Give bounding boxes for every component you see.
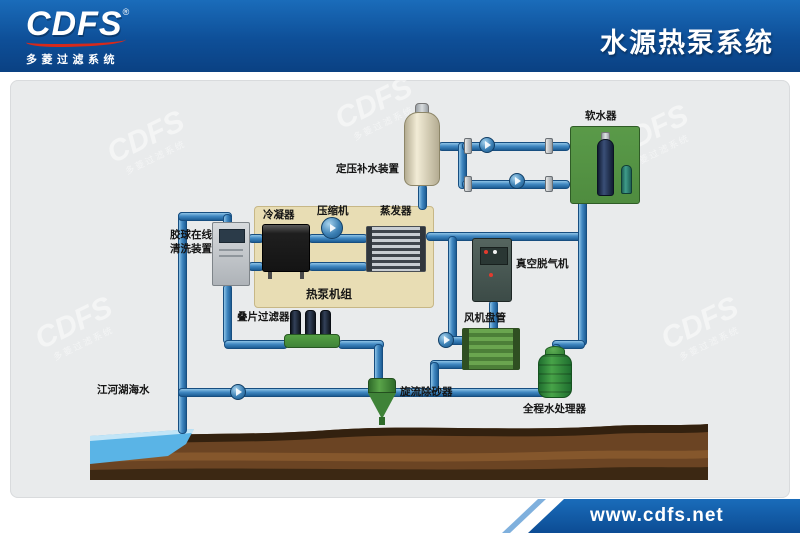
evaporator-flange: [420, 227, 425, 271]
disc-filter-cylinder: [290, 310, 301, 336]
pump-icon: [479, 137, 495, 153]
pipe-fitting: [464, 176, 472, 192]
softener-resin-tank: [597, 139, 614, 196]
logo-registered-mark: ®: [122, 7, 130, 17]
cabinet-detail-line: [219, 255, 243, 257]
logo-swoosh-icon: [26, 37, 126, 47]
pipe-segment: [223, 284, 232, 344]
vacuum-degasser-unit: [472, 238, 512, 302]
label-fan-coil: 风机盘管: [464, 312, 506, 324]
label-vacuum-degasser: 真空脱气机: [516, 258, 569, 270]
header-bar: CDFS® 多菱过滤系统 水源热泵系统: [0, 0, 800, 72]
label-ball-cleaning-line2: 清洗装置: [170, 242, 212, 255]
fan-coil-end-cap: [463, 329, 469, 369]
disc-filter-cylinder: [305, 310, 316, 336]
pump-arrow-icon: [485, 141, 491, 149]
evaporator-unit: [366, 226, 426, 272]
pipe-fitting: [464, 138, 472, 154]
label-ball-cleaning: 胶球在线 清洗装置: [166, 229, 212, 256]
label-heat-pump-unit: 热泵机组: [306, 289, 352, 301]
label-disc-filter: 叠片过滤器: [237, 311, 290, 323]
pump-arrow-icon: [236, 388, 242, 396]
fan-coil-unit: [462, 328, 520, 370]
pump-icon: [509, 173, 525, 189]
brand-logo: CDFS® 多菱过滤系统: [26, 7, 129, 67]
equipment-leg: [268, 272, 272, 279]
pipe-fitting: [545, 176, 553, 192]
pump-icon: [230, 384, 246, 400]
water-surface: [90, 429, 194, 441]
label-water-processor: 全程水处理器: [523, 403, 586, 415]
label-ball-cleaning-line1: 胶球在线: [170, 229, 212, 241]
label-evaporator: 蒸发器: [380, 205, 412, 217]
compressor-pump-icon: [321, 217, 343, 239]
disc-filter-manifold: [284, 334, 340, 348]
pipe-fitting: [545, 138, 553, 154]
label-cyclone: 旋流除砂器: [400, 386, 453, 398]
water-processor-tank: [538, 354, 572, 398]
pump-icon: [438, 332, 454, 348]
soil-bottom-layer: [90, 467, 708, 480]
website-url[interactable]: www.cdfs.net: [590, 505, 724, 526]
pipe-segment: [430, 362, 439, 392]
page-title: 水源热泵系统: [600, 28, 774, 58]
indicator-led: [489, 273, 493, 277]
indicator-led: [493, 250, 497, 254]
topsoil-layer: [90, 424, 708, 446]
cyclone-sand-remover-outlet: [379, 417, 385, 425]
website-band: www.cdfs.net: [528, 499, 800, 533]
pump-arrow-icon: [515, 177, 521, 185]
soil-band: [90, 450, 708, 462]
ball-cleaning-cabinet: [212, 222, 250, 286]
label-condenser: 冷凝器: [263, 209, 295, 221]
pump-arrow-icon: [330, 224, 336, 232]
label-compressor: 压缩机: [317, 205, 349, 217]
disc-filter-cylinder: [320, 310, 331, 336]
logo-wordmark: CDFS®: [26, 7, 129, 41]
pump-arrow-icon: [444, 336, 450, 344]
cyclone-sand-remover-cone: [368, 393, 396, 419]
expansion-tank: [404, 112, 440, 186]
pipe-segment: [418, 184, 427, 210]
softener-brine-tank: [621, 165, 632, 194]
cabinet-display: [219, 229, 245, 243]
fan-coil-end-cap: [513, 329, 519, 369]
pipe-segment: [578, 196, 587, 346]
ground-cross-section: [90, 424, 708, 480]
label-source-water: 江河湖海水: [97, 384, 150, 396]
logo-subtitle: 多菱过滤系统: [26, 54, 119, 66]
cabinet-detail-line: [219, 249, 243, 251]
evaporator-flange: [367, 227, 372, 271]
label-softener: 软水器: [585, 110, 617, 122]
pipe-segment: [448, 236, 457, 340]
logo-text: CDFS: [26, 5, 123, 43]
indicator-led: [484, 250, 488, 254]
pipe-segment: [462, 142, 570, 151]
condenser-unit: [262, 224, 310, 272]
pipe-segment: [308, 262, 368, 271]
cyclone-sand-remover-body: [368, 378, 396, 393]
pipe-segment: [224, 340, 288, 349]
label-expansion-tank: 定压补水装置: [336, 163, 399, 175]
equipment-leg: [300, 272, 304, 279]
